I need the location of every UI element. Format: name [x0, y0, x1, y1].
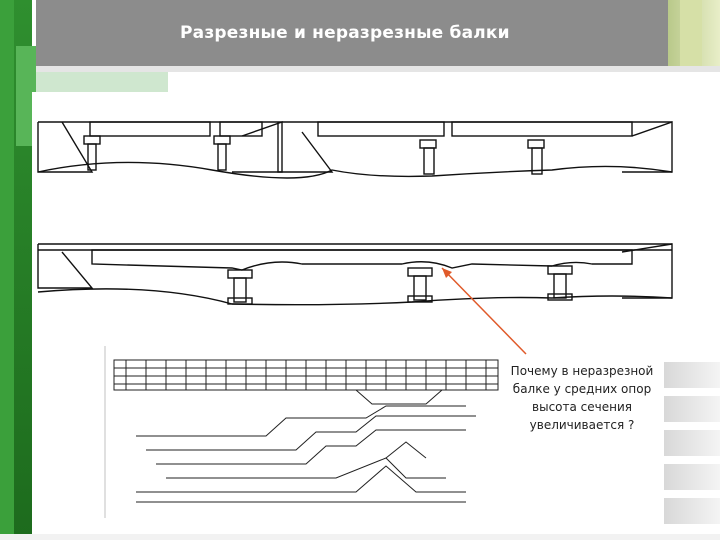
title-gradient-block [668, 0, 720, 66]
divider-strip [36, 66, 720, 72]
bridge-beams-figure [32, 92, 680, 330]
slide-title: Разрезные и неразрезные балки [180, 23, 510, 43]
question-text: Почему в неразрезной балке у средних опо… [510, 364, 654, 432]
title-bar: Разрезные и неразрезные балки [36, 0, 668, 66]
green-tab [16, 46, 36, 146]
bottom-strip [0, 534, 720, 540]
green-accent-bar [36, 72, 168, 92]
decorative-squares [664, 362, 720, 524]
reinforcement-drawing [104, 346, 506, 518]
